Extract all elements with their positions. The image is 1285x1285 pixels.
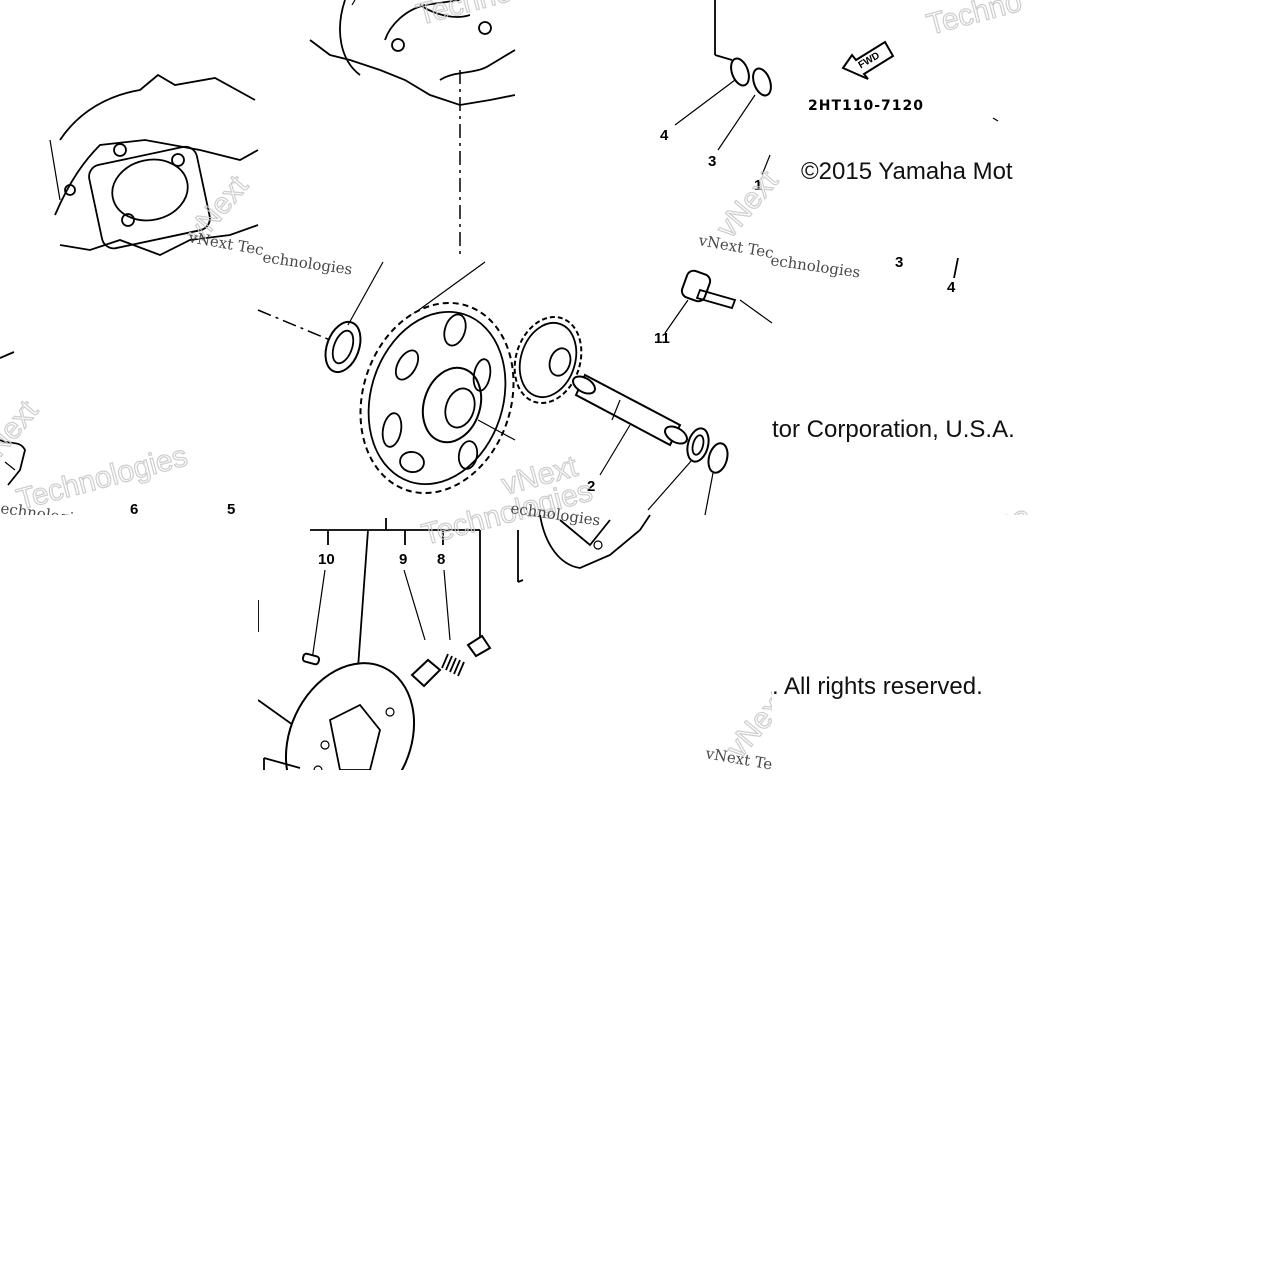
callout-3-right: 3 bbox=[895, 254, 903, 271]
copyright-line-3: . All rights reserved. bbox=[772, 673, 983, 700]
callout-3: 3 bbox=[708, 153, 716, 170]
callout-2: 2 bbox=[587, 478, 595, 495]
cylinder-head-drawing bbox=[49, 73, 259, 256]
callout-6: 6 bbox=[130, 501, 138, 518]
callout-4-right: 4 bbox=[947, 279, 956, 296]
copyright-line-1: ©2015 Yamaha Mot bbox=[801, 158, 1013, 185]
bolt-drawing bbox=[664, 257, 959, 334]
crankcase-drawing bbox=[309, 0, 516, 258]
callout-9: 9 bbox=[399, 551, 407, 568]
watermark-serif-7: echnologies bbox=[261, 248, 353, 278]
copyright-line-2: tor Corporation, U.S.A. bbox=[772, 416, 1015, 443]
circlip-washer-group-top bbox=[674, 0, 772, 176]
starter-clutch-drawing bbox=[517, 514, 651, 583]
fwd-arrow-icon: FWD bbox=[841, 40, 895, 80]
watermark-serif-6: echnologies bbox=[769, 251, 861, 281]
watermark-serif-1: vNext Tec bbox=[186, 228, 265, 259]
callout-4: 4 bbox=[660, 127, 669, 144]
idler-shaft-drawing bbox=[572, 373, 729, 516]
starter-wheel-gear-drawing bbox=[257, 261, 516, 495]
crankcase-fragment-left bbox=[0, 351, 26, 486]
watermark-vnext-mid: vNext bbox=[710, 164, 785, 244]
callout-11: 11 bbox=[654, 330, 670, 347]
callout-1: 1 bbox=[754, 177, 762, 194]
callout-5: 5 bbox=[227, 501, 235, 518]
spring-drawing bbox=[441, 653, 465, 677]
callout-8: 8 bbox=[437, 551, 445, 568]
watermark-techno-topright: Techno bbox=[923, 0, 1025, 42]
part-number-label: 2HT110-7120 bbox=[808, 98, 924, 114]
idler-gear-drawing bbox=[513, 316, 583, 404]
watermark-techno-top: Techno bbox=[413, 0, 515, 32]
callout-10: 10 bbox=[318, 551, 335, 568]
